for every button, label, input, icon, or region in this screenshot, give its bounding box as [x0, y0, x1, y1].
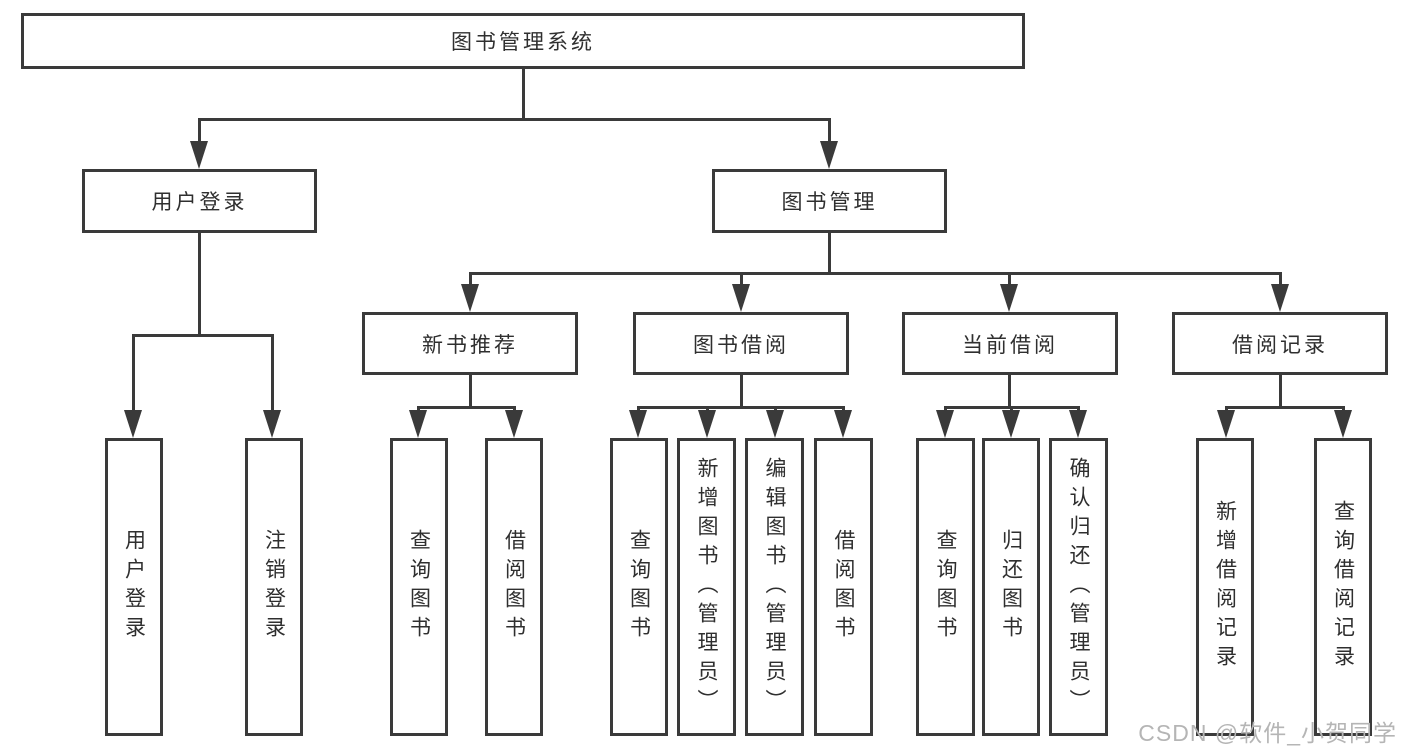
arrow-down-icon: [698, 410, 716, 438]
leaf-query-books-2-label: 查询图书: [627, 529, 651, 645]
arrow-down-icon: [1002, 410, 1020, 438]
node-user-login: 用户登录: [82, 169, 317, 233]
connector-line: [512, 405, 516, 414]
arrow-down-icon: [834, 410, 852, 438]
node-new-book-recommend-label: 新书推荐: [422, 333, 518, 357]
node-book-management: 图书管理: [712, 169, 947, 233]
connector-line: [131, 333, 135, 414]
arrow-down-icon: [461, 284, 479, 312]
leaf-borrow-books-2-label: 借阅图书: [832, 529, 855, 645]
connector-line: [197, 117, 831, 121]
arrow-down-icon: [505, 410, 523, 438]
node-current-borrow-label: 当前借阅: [962, 333, 1058, 357]
node-new-book-recommend: 新书推荐: [362, 312, 578, 375]
connector-line: [1278, 375, 1282, 408]
connector-line: [1224, 405, 1228, 414]
leaf-query-borrow-record-label: 查询借阅记录: [1331, 500, 1355, 674]
connector-line: [131, 333, 274, 337]
connector-line: [1009, 405, 1013, 414]
arrow-down-icon: [1271, 284, 1289, 312]
node-book-management-label: 图书管理: [781, 191, 878, 214]
connector-line: [827, 117, 831, 146]
arrow-down-icon: [1334, 410, 1352, 438]
connector-line: [636, 405, 845, 409]
connector-line: [468, 271, 1282, 275]
arrow-down-icon: [820, 141, 838, 169]
leaf-query-books-1-label: 查询图书: [407, 529, 431, 645]
connector-line: [636, 405, 640, 414]
leaf-query-books-1: 查询图书: [390, 438, 448, 736]
connector-line: [1007, 271, 1011, 288]
connector-line: [739, 271, 743, 288]
connector-line: [827, 233, 831, 274]
connector-line: [468, 375, 472, 408]
leaf-edit-book-admin: 编辑图书（管理员）: [745, 438, 804, 736]
leaf-confirm-return-admin-label: 确认归还（管理员）: [1067, 456, 1090, 718]
connector-line: [943, 405, 947, 414]
connector-line: [416, 405, 420, 414]
leaf-query-books-3: 查询图书: [916, 438, 975, 736]
arrow-down-icon: [190, 141, 208, 169]
node-book-borrow-label: 图书借阅: [693, 333, 789, 357]
node-borrow-records-label: 借阅记录: [1232, 333, 1328, 357]
leaf-query-books-3-label: 查询图书: [934, 529, 957, 645]
leaf-return-book: 归还图书: [982, 438, 1040, 736]
leaf-add-book-admin-label: 新增图书（管理员）: [695, 456, 718, 718]
node-user-login-label: 用户登录: [151, 191, 248, 214]
connector-line: [705, 405, 709, 414]
arrow-down-icon: [766, 410, 784, 438]
connector-line: [739, 375, 743, 408]
arrow-down-icon: [124, 410, 142, 438]
leaf-return-book-label: 归还图书: [999, 529, 1023, 645]
connector-line: [270, 333, 274, 414]
connector-line: [1076, 405, 1080, 414]
node-root-label: 图书管理系统: [451, 31, 595, 54]
leaf-confirm-return-admin: 确认归还（管理员）: [1049, 438, 1108, 736]
leaf-query-borrow-record: 查询借阅记录: [1314, 438, 1372, 736]
connector-line: [416, 405, 516, 409]
node-borrow-records: 借阅记录: [1172, 312, 1388, 375]
arrow-down-icon: [1069, 410, 1087, 438]
arrow-down-icon: [1217, 410, 1235, 438]
leaf-add-book-admin: 新增图书（管理员）: [677, 438, 736, 736]
connector-line: [841, 405, 845, 414]
leaf-add-borrow-record: 新增借阅记录: [1196, 438, 1254, 736]
leaf-borrow-books-1-label: 借阅图书: [502, 529, 526, 645]
arrow-down-icon: [1000, 284, 1018, 312]
leaf-query-books-2: 查询图书: [610, 438, 668, 736]
leaf-edit-book-admin-label: 编辑图书（管理员）: [763, 456, 786, 718]
arrow-down-icon: [629, 410, 647, 438]
connector-line: [1224, 405, 1345, 409]
connector-line: [773, 405, 777, 414]
leaf-borrow-books-2: 借阅图书: [814, 438, 873, 736]
leaf-user-login: 用户登录: [105, 438, 163, 736]
node-root: 图书管理系统: [21, 13, 1025, 69]
connector-line: [1278, 271, 1282, 288]
arrow-down-icon: [263, 410, 281, 438]
arrow-down-icon: [732, 284, 750, 312]
leaf-logout: 注销登录: [245, 438, 303, 736]
watermark: CSDN @软件_小贺同学: [1138, 720, 1397, 746]
connector-line: [197, 117, 201, 146]
connector-line: [468, 271, 472, 288]
leaf-logout-label: 注销登录: [262, 529, 286, 645]
node-current-borrow: 当前借阅: [902, 312, 1118, 375]
arrow-down-icon: [936, 410, 954, 438]
leaf-user-login-label: 用户登录: [122, 529, 146, 645]
arrow-down-icon: [409, 410, 427, 438]
leaf-borrow-books-1: 借阅图书: [485, 438, 543, 736]
leaf-add-borrow-record-label: 新增借阅记录: [1213, 500, 1237, 674]
connector-line: [521, 69, 525, 120]
connector-line: [197, 233, 201, 336]
connector-line: [1341, 405, 1345, 414]
connector-line: [1007, 375, 1011, 408]
node-book-borrow: 图书借阅: [633, 312, 849, 375]
